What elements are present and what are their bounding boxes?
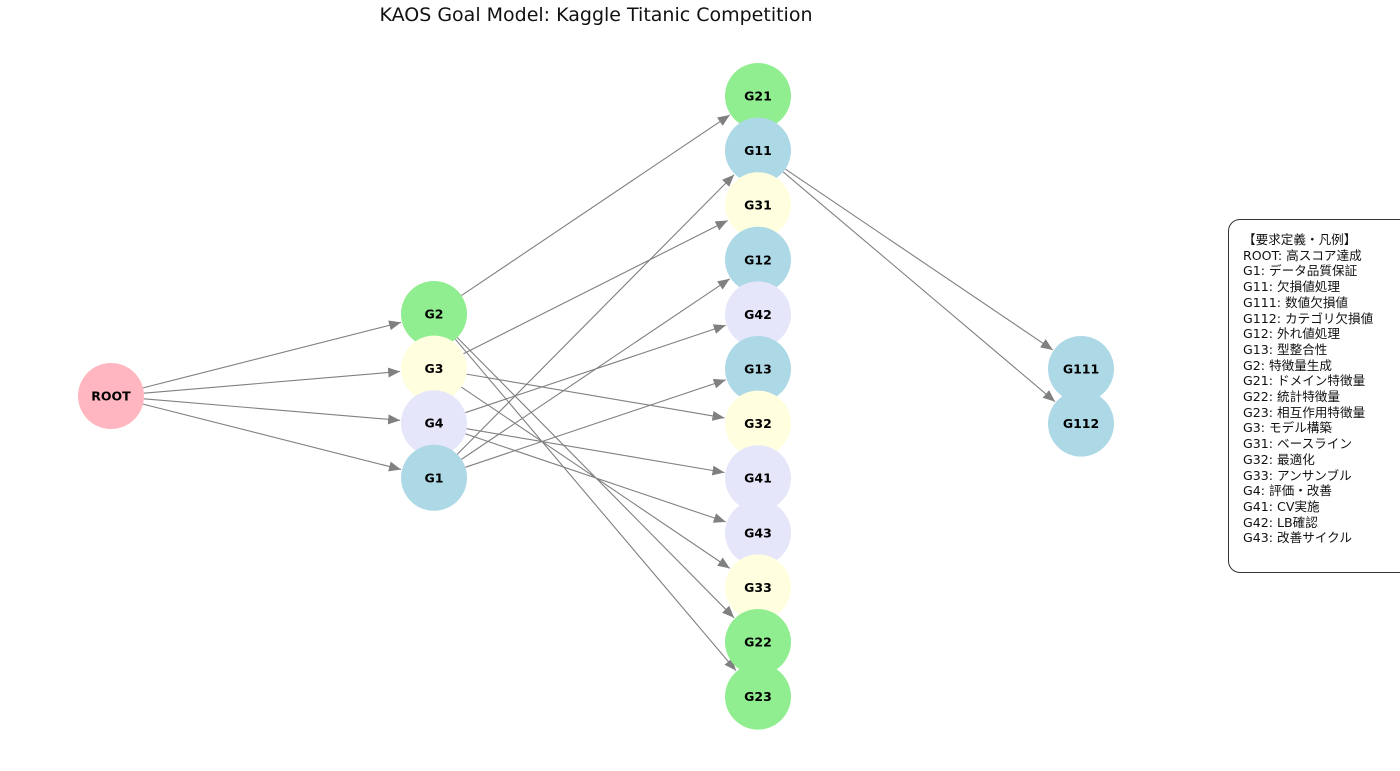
legend-title: 【要求定義・凡例】 xyxy=(1243,232,1357,247)
node-circle[interactable] xyxy=(401,281,467,347)
node-g2[interactable]: G2 xyxy=(401,281,467,347)
node-circle[interactable] xyxy=(725,117,791,184)
node-circle[interactable] xyxy=(401,444,467,511)
node-g41[interactable]: G41 xyxy=(725,445,791,512)
edge-g3-to-g31 xyxy=(463,220,728,355)
diagram-title: KAOS Goal Model: Kaggle Titanic Competit… xyxy=(379,4,813,26)
node-g43[interactable]: G43 xyxy=(725,499,791,566)
node-circle[interactable] xyxy=(725,663,791,730)
nodes-layer: ROOTG2G3G4G1G21G11G31G12G42G13G32G41G43G… xyxy=(78,63,1114,730)
node-circle[interactable] xyxy=(725,390,791,457)
node-circle[interactable] xyxy=(78,363,144,429)
node-circle[interactable] xyxy=(725,172,791,239)
node-circle[interactable] xyxy=(1048,336,1114,402)
node-circle[interactable] xyxy=(725,63,791,129)
edge-root-to-g2 xyxy=(142,320,402,389)
node-g23[interactable]: G23 xyxy=(725,663,791,730)
node-circle[interactable] xyxy=(725,499,791,566)
edge-g2-to-g23 xyxy=(454,338,737,672)
node-circle[interactable] xyxy=(401,335,467,402)
legend-item: G31: ベースライン xyxy=(1243,436,1352,452)
node-label: ROOT xyxy=(91,389,131,404)
node-label: G4 xyxy=(425,416,444,431)
node-g1[interactable]: G1 xyxy=(401,444,467,511)
edge-g3-to-g32 xyxy=(466,373,725,421)
node-root[interactable]: ROOT xyxy=(78,363,144,429)
node-g3[interactable]: G3 xyxy=(401,335,467,402)
legend-item: G3: モデル構築 xyxy=(1243,420,1332,436)
node-circle[interactable] xyxy=(725,609,791,675)
legend-item: G23: 相互作用特徴量 xyxy=(1243,404,1366,420)
node-circle[interactable] xyxy=(725,336,791,402)
node-g21[interactable]: G21 xyxy=(725,63,791,129)
edge-root-to-g1 xyxy=(142,403,402,472)
legend-item: G13: 型整合性 xyxy=(1243,341,1328,357)
edge-root-to-g4 xyxy=(143,398,401,425)
node-g31[interactable]: G31 xyxy=(725,172,791,239)
legend-item: ROOT: 高スコア達成 xyxy=(1243,247,1362,263)
node-label: G21 xyxy=(744,89,772,104)
node-label: G2 xyxy=(425,307,444,322)
node-circle[interactable] xyxy=(725,445,791,512)
legend-item: G43: 改善サイクル xyxy=(1243,530,1352,546)
edge-root-to-g3 xyxy=(143,367,401,394)
node-label: G31 xyxy=(744,198,772,213)
edge-g1-to-g11 xyxy=(456,174,735,455)
edges-layer xyxy=(142,114,1056,672)
legend-item: G2: 特徴量生成 xyxy=(1243,357,1332,373)
edge-g1-to-g13 xyxy=(465,378,726,468)
node-label: G13 xyxy=(744,362,772,377)
node-g11[interactable]: G11 xyxy=(725,117,791,184)
edge-g4-to-g43 xyxy=(465,433,726,523)
node-label: G32 xyxy=(744,416,772,431)
node-label: G42 xyxy=(744,307,772,322)
node-g33[interactable]: G33 xyxy=(725,554,791,621)
node-g12[interactable]: G12 xyxy=(725,226,791,293)
node-circle[interactable] xyxy=(725,281,791,348)
node-label: G1 xyxy=(425,470,444,485)
node-label: G23 xyxy=(744,689,772,704)
legend-item: G41: CV実施 xyxy=(1243,498,1320,514)
node-g4[interactable]: G4 xyxy=(401,390,467,457)
legend-item: G12: 外れ値処理 xyxy=(1243,326,1340,342)
edge-g11-to-g112 xyxy=(782,171,1056,403)
node-g112[interactable]: G112 xyxy=(1048,390,1114,457)
legend-item: G33: アンサンブル xyxy=(1243,467,1352,483)
node-label: G3 xyxy=(425,361,444,376)
node-g13[interactable]: G13 xyxy=(725,336,791,402)
node-label: G111 xyxy=(1063,362,1099,377)
node-label: G22 xyxy=(744,635,772,650)
legend-item: G42: LB確認 xyxy=(1243,514,1318,530)
node-label: G11 xyxy=(744,143,772,158)
legend-item: G22: 統計特徴量 xyxy=(1243,389,1340,405)
legend-item: G112: カテゴリ欠損値 xyxy=(1243,310,1374,326)
legend-item: G11: 欠損値処理 xyxy=(1243,279,1340,295)
legend-item: G4: 評価・改善 xyxy=(1243,483,1332,499)
edge-g4-to-g42 xyxy=(465,324,726,414)
node-g32[interactable]: G32 xyxy=(725,390,791,457)
edge-g11-to-g111 xyxy=(785,168,1054,351)
node-label: G33 xyxy=(744,580,772,595)
edge-g2-to-g21 xyxy=(461,114,731,297)
node-circle[interactable] xyxy=(1048,390,1114,457)
edge-g4-to-g41 xyxy=(466,428,725,476)
legend-item: G32: 最適化 xyxy=(1243,451,1315,467)
node-label: G41 xyxy=(744,471,772,486)
node-g42[interactable]: G42 xyxy=(725,281,791,348)
node-label: G112 xyxy=(1063,416,1099,431)
node-circle[interactable] xyxy=(401,390,467,457)
node-circle[interactable] xyxy=(725,226,791,293)
legend-item: G21: ドメイン特徴量 xyxy=(1243,373,1366,389)
node-g22[interactable]: G22 xyxy=(725,609,791,675)
legend-item: G1: データ品質保証 xyxy=(1243,263,1358,279)
node-g111[interactable]: G111 xyxy=(1048,336,1114,402)
node-label: G12 xyxy=(744,252,772,267)
legend-item: G111: 数値欠損値 xyxy=(1243,294,1349,310)
node-label: G43 xyxy=(744,525,772,540)
node-circle[interactable] xyxy=(725,554,791,621)
